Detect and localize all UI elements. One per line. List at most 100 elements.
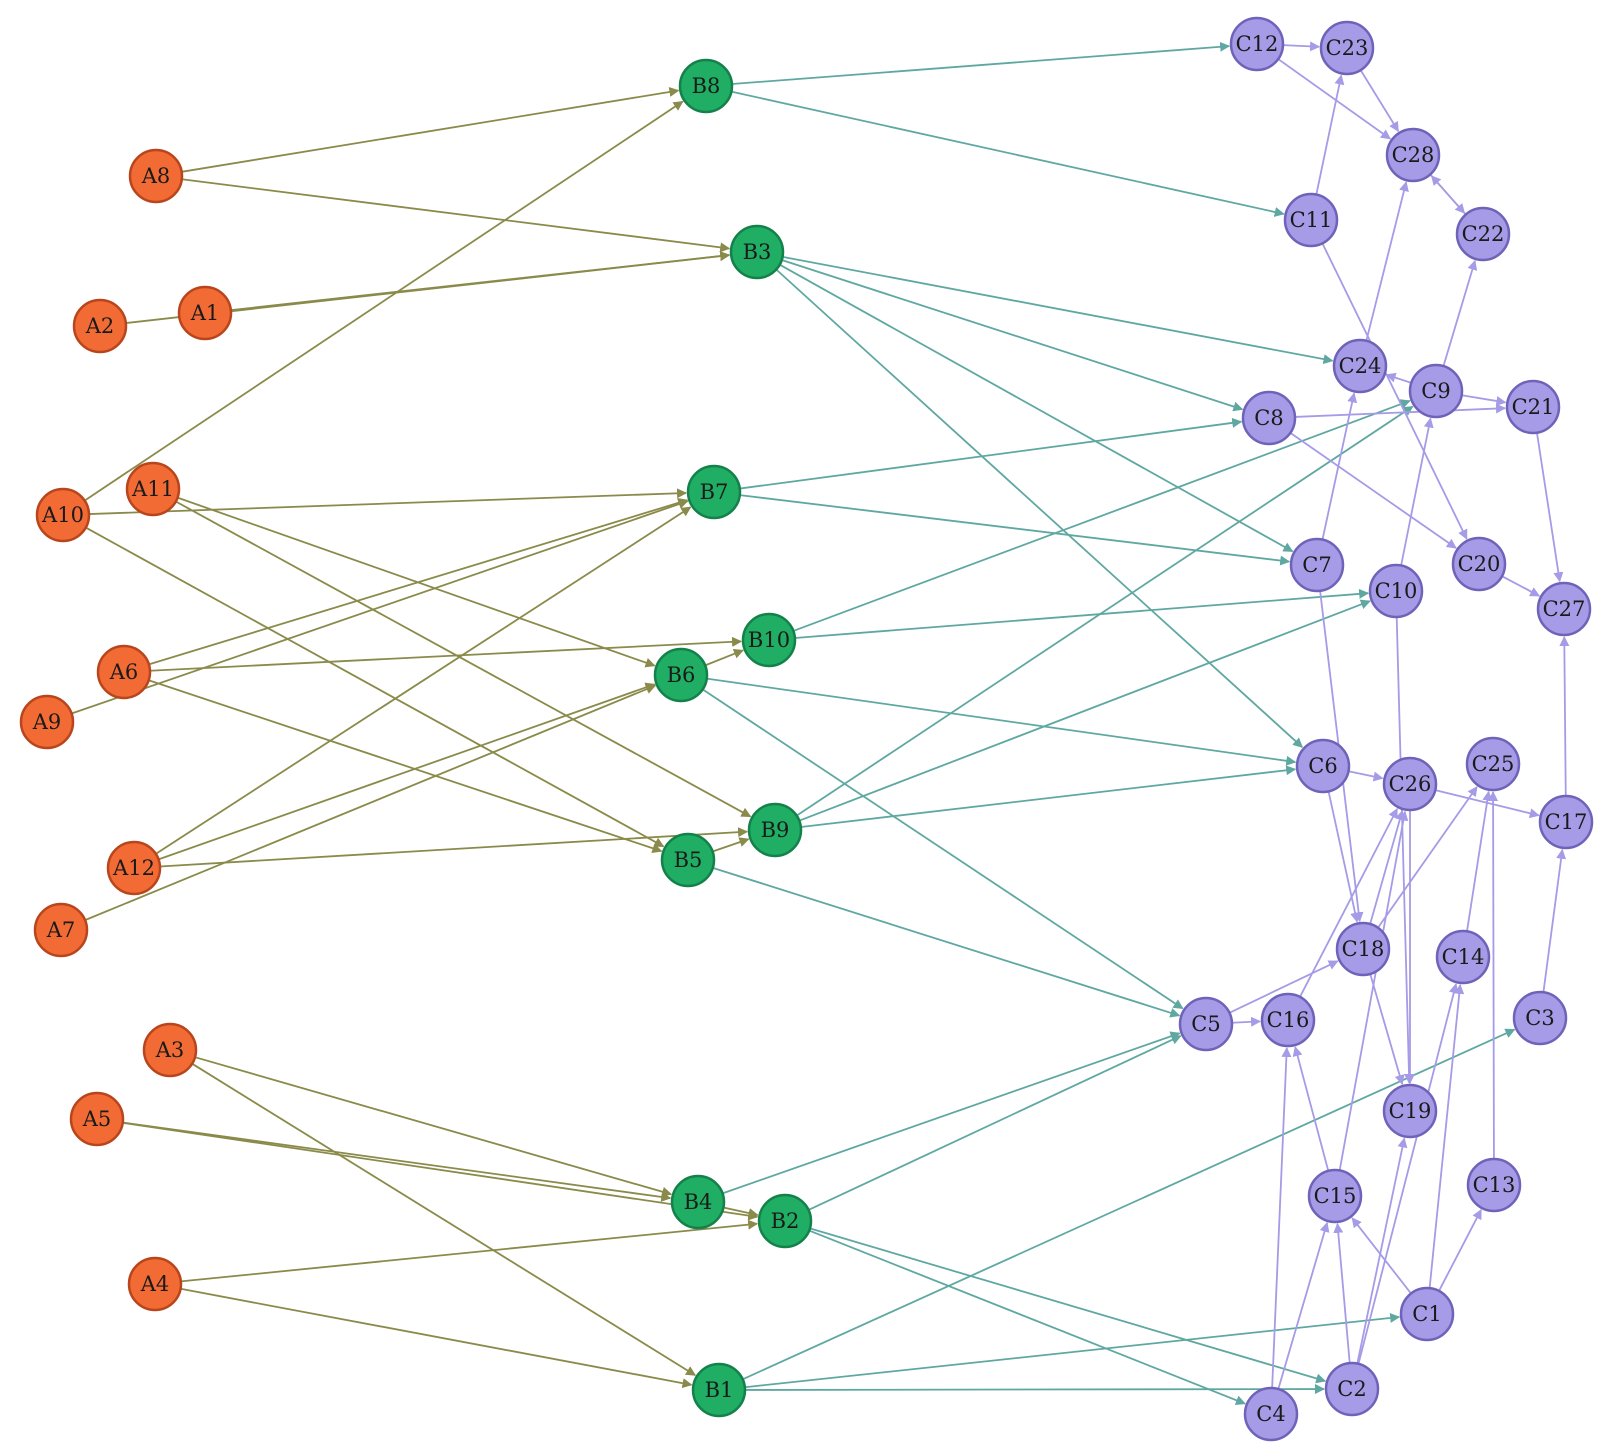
edge-a7-b6	[84, 684, 657, 921]
edge-b5-c5	[712, 866, 1181, 1018]
edge-a11-b6	[177, 496, 656, 668]
node-label: C5	[1191, 1012, 1220, 1036]
edge-a9-b7	[71, 499, 689, 715]
edge-c13-c25	[1488, 790, 1499, 1160]
edge-c10-c19	[1395, 616, 1415, 1085]
node-label: C24	[1339, 354, 1382, 378]
edge-c4-c15	[1277, 1221, 1330, 1390]
node-label: B9	[761, 818, 790, 842]
node-c8: C8	[1241, 390, 1297, 446]
node-circle	[1260, 992, 1316, 1048]
node-circle	[35, 487, 91, 543]
edge-a12-b9	[159, 827, 749, 868]
node-c19: C19	[1382, 1083, 1438, 1139]
edge-a5-b4	[122, 1121, 672, 1202]
edge-b2-c4	[808, 1229, 1246, 1405]
node-c6: C6	[1295, 738, 1351, 794]
node-circle	[1243, 1386, 1299, 1442]
edge-b1-c1	[744, 1312, 1401, 1389]
node-label: B8	[692, 74, 721, 98]
node-circle	[729, 224, 785, 280]
node-label: C10	[1375, 579, 1418, 603]
node-circle	[177, 285, 233, 341]
node-label: A8	[141, 164, 171, 188]
edge-a4-b1	[180, 1287, 693, 1389]
edge-c3-c17	[1542, 848, 1567, 993]
edge-c1-c13	[1438, 1208, 1482, 1292]
edge-a6-b7	[148, 498, 689, 666]
edge-c16-c26	[1299, 807, 1398, 998]
node-label: B1	[705, 1378, 734, 1402]
edge-c8-c20	[1289, 432, 1457, 549]
edge-b7-c7	[739, 494, 1291, 566]
node-circle	[1241, 390, 1297, 446]
node-circle	[653, 647, 709, 703]
node-c25: C25	[1465, 736, 1521, 792]
node-circle	[1382, 1083, 1438, 1139]
node-circle	[1307, 1168, 1363, 1224]
node-c11: C11	[1283, 192, 1339, 248]
node-circle	[678, 58, 734, 114]
edge-c9-c24	[1385, 372, 1412, 384]
node-label: C7	[1302, 553, 1331, 577]
node-label: A9	[32, 710, 62, 734]
node-b3: B3	[729, 224, 785, 280]
node-label: B7	[700, 480, 729, 504]
edge-b6-b10	[704, 649, 744, 667]
node-label: C22	[1462, 222, 1505, 246]
node-label: B10	[748, 628, 790, 652]
node-label: A12	[112, 856, 155, 880]
node-circle	[1536, 581, 1592, 637]
node-label: B2	[771, 1209, 800, 1233]
node-b4: B4	[670, 1174, 726, 1230]
edge-b6-c5	[702, 688, 1184, 1010]
edge-c15-c16	[1292, 1046, 1330, 1172]
node-label: A3	[155, 1038, 185, 1062]
node-circle	[128, 148, 184, 204]
node-circle	[127, 1256, 183, 1312]
edge-c2-c14	[1357, 983, 1459, 1365]
node-circle	[757, 1193, 813, 1249]
edge-c5-c18	[1229, 960, 1339, 1014]
node-circle	[72, 298, 128, 354]
node-circle	[686, 464, 742, 520]
edge-b2-c2	[809, 1227, 1327, 1384]
node-label: A11	[131, 477, 174, 501]
edge-c9-c21	[1461, 394, 1507, 406]
node-label: B4	[684, 1190, 713, 1214]
node-c27: C27	[1536, 581, 1592, 637]
edge-b5-b9	[712, 837, 750, 853]
node-circle	[1382, 756, 1438, 812]
node-circle	[1385, 127, 1441, 183]
node-label: A4	[140, 1272, 170, 1296]
node-circle	[1178, 996, 1234, 1052]
edge-a10-b7	[88, 488, 688, 515]
node-label: A10	[41, 503, 84, 527]
node-c18: C18	[1335, 921, 1391, 977]
node-circle	[1399, 1286, 1455, 1342]
node-label: A1	[190, 301, 220, 325]
edge-c7-c24	[1321, 392, 1358, 540]
node-c24: C24	[1332, 338, 1388, 394]
node-circle	[1408, 363, 1464, 419]
edge-a6-b10	[149, 636, 743, 672]
node-a2: A2	[72, 298, 128, 354]
edge-b8-c11	[731, 90, 1285, 217]
node-label: C9	[1421, 379, 1450, 403]
edge-a11-b9	[175, 500, 752, 818]
edge-c6-c18	[1327, 791, 1360, 923]
node-circle	[1368, 563, 1424, 619]
edge-c8-c21	[1294, 403, 1507, 418]
node-circle	[125, 461, 181, 517]
edge-b3-c8	[781, 259, 1244, 412]
node-b10: B10	[741, 612, 797, 668]
node-label: B5	[674, 848, 703, 872]
node-label: C21	[1512, 395, 1555, 419]
node-c14: C14	[1435, 929, 1491, 985]
edge-b7-c8	[739, 417, 1243, 490]
edge-b2-c5	[808, 1035, 1182, 1211]
nodes-layer: A1A2A3A4A5A6A7A8A9A10A11A12B1B2B3B4B5B6B…	[19, 16, 1594, 1442]
node-circle	[691, 1362, 747, 1418]
node-c3: C3	[1512, 990, 1568, 1046]
edge-c22-c28	[1430, 175, 1467, 216]
